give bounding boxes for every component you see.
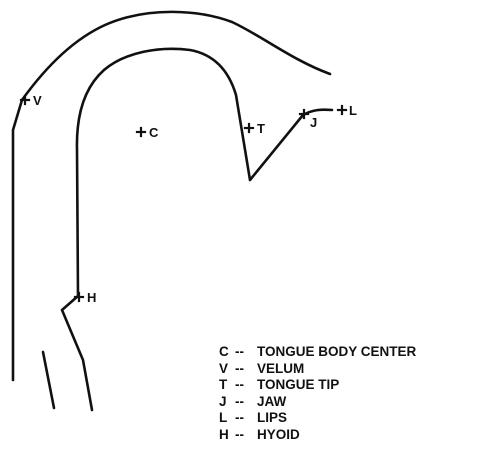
legend-key: C bbox=[219, 344, 235, 359]
legend-dash: -- bbox=[235, 344, 257, 359]
legend-dash: -- bbox=[235, 394, 257, 409]
legend-key: V bbox=[219, 361, 235, 376]
pharynx-lower-outline bbox=[62, 296, 92, 410]
legend-text: TONGUE TIP bbox=[257, 377, 339, 392]
legend-dash: -- bbox=[235, 427, 257, 442]
legend-item: H -- HYOID bbox=[219, 427, 416, 444]
velum-marker: V bbox=[21, 93, 42, 108]
tongue-outline bbox=[77, 49, 303, 296]
tongue-center-marker: C bbox=[137, 125, 159, 140]
legend-item: T -- TONGUE TIP bbox=[219, 377, 416, 394]
lips-label: L bbox=[349, 103, 357, 118]
legend-text: HYOID bbox=[257, 427, 300, 442]
jaw-marker: J bbox=[300, 110, 317, 130]
legend-key: J bbox=[219, 394, 235, 409]
legend-dash: -- bbox=[235, 377, 257, 392]
legend-key: T bbox=[219, 377, 235, 392]
legend-item: V -- VELUM bbox=[219, 361, 416, 378]
hyoid-label: H bbox=[87, 290, 96, 305]
legend-text: JAW bbox=[257, 394, 286, 409]
lips-marker: L bbox=[338, 103, 357, 118]
legend-key: L bbox=[219, 410, 235, 425]
legend: C -- TONGUE BODY CENTER V -- VELUM T -- … bbox=[219, 344, 416, 443]
legend-item: J -- JAW bbox=[219, 394, 416, 411]
posterior-wall-lower-outline bbox=[43, 352, 54, 408]
palate-outline bbox=[13, 12, 330, 380]
tongue-tip-marker: T bbox=[245, 121, 265, 136]
jaw-label: J bbox=[310, 115, 317, 130]
legend-text: TONGUE BODY CENTER bbox=[257, 344, 416, 359]
velum-label: V bbox=[33, 93, 42, 108]
legend-key: H bbox=[219, 427, 235, 442]
legend-text: VELUM bbox=[257, 361, 304, 376]
legend-dash: -- bbox=[235, 361, 257, 376]
hyoid-marker: H bbox=[75, 290, 96, 305]
legend-dash: -- bbox=[235, 410, 257, 425]
legend-item: L -- LIPS bbox=[219, 410, 416, 427]
legend-item: C -- TONGUE BODY CENTER bbox=[219, 344, 416, 361]
tongue-tip-label: T bbox=[257, 121, 265, 136]
legend-text: LIPS bbox=[257, 410, 287, 425]
tongue-center-label: C bbox=[149, 125, 159, 140]
